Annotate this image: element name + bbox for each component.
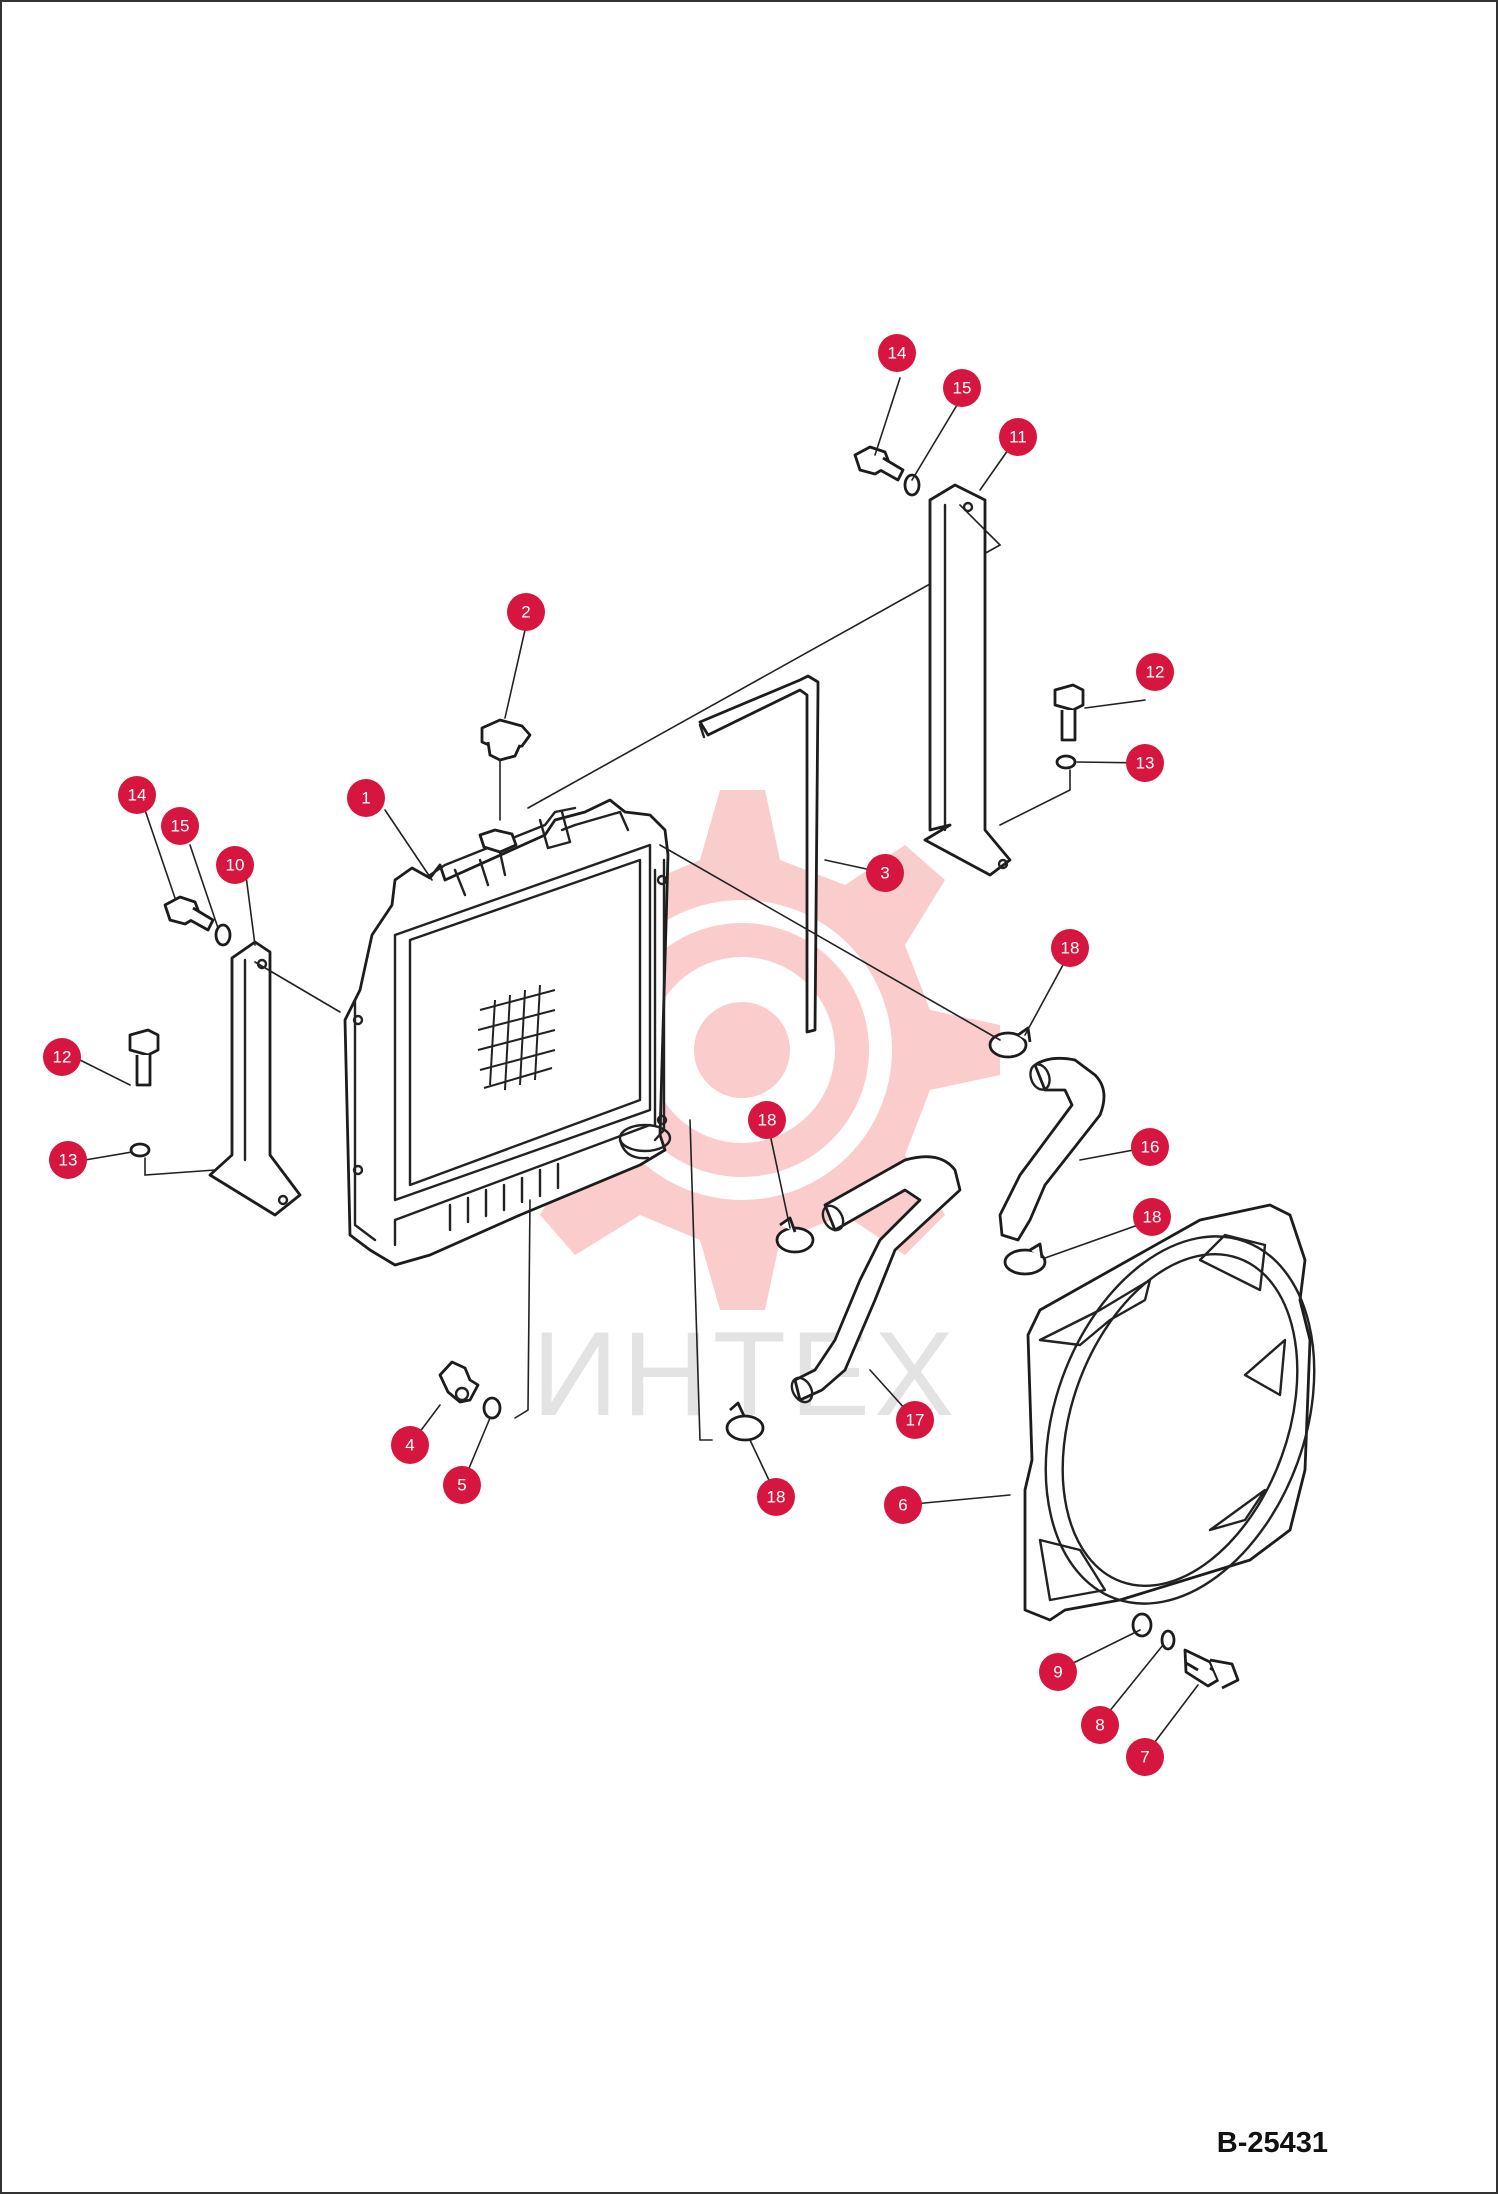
svg-text:8: 8	[1095, 1716, 1104, 1735]
callout-14-top[interactable]: 14	[878, 334, 916, 372]
svg-text:1: 1	[361, 789, 370, 808]
svg-text:4: 4	[405, 1436, 414, 1455]
bolt-left-upper[interactable]	[128, 1028, 160, 1087]
svg-text:14: 14	[888, 344, 907, 363]
svg-text:15: 15	[953, 379, 972, 398]
svg-text:14: 14	[128, 786, 147, 805]
callout-5[interactable]: 5	[443, 1466, 481, 1504]
svg-text:11: 11	[1009, 428, 1027, 447]
svg-text:18: 18	[1143, 1208, 1162, 1227]
svg-text:17: 17	[906, 1411, 925, 1430]
callout-14-left[interactable]: 14	[118, 776, 156, 814]
washer-left-guide	[144, 1157, 216, 1176]
callout-8[interactable]: 8	[1081, 1706, 1119, 1744]
callout-13-right[interactable]: 13	[1126, 744, 1164, 782]
radiator-core-grid	[477, 984, 556, 1091]
washer-right-guide	[999, 769, 1071, 826]
radiator[interactable]	[343, 798, 672, 1267]
callout-13-left[interactable]: 13	[49, 1141, 87, 1179]
callout-18-right[interactable]: 18	[1133, 1198, 1171, 1236]
callout-16[interactable]: 16	[1131, 1128, 1169, 1166]
callout-12-right[interactable]: 12	[1136, 653, 1174, 691]
callout-11[interactable]: 11	[999, 418, 1037, 456]
callout-10[interactable]: 10	[216, 846, 254, 884]
svg-text:10: 10	[226, 856, 245, 875]
hose-clamp-right[interactable]	[1003, 1242, 1047, 1276]
callout-2[interactable]: 2	[507, 593, 545, 631]
bracket-left-guide	[254, 961, 341, 1013]
svg-text:5: 5	[457, 1476, 466, 1495]
callout-18-upper[interactable]: 18	[1051, 929, 1089, 967]
washer-right-lower[interactable]	[1055, 754, 1077, 770]
bracket-left[interactable]	[208, 940, 302, 1217]
svg-text:6: 6	[898, 1496, 907, 1515]
shroud-bolt[interactable]	[1183, 1648, 1240, 1690]
callout-18-middle[interactable]: 18	[748, 1101, 786, 1139]
svg-text:12: 12	[1146, 663, 1165, 682]
washer-upper-left[interactable]	[214, 923, 232, 947]
svg-text:9: 9	[1053, 1663, 1062, 1682]
spring-washer[interactable]	[1160, 1629, 1176, 1651]
callout-9[interactable]: 9	[1039, 1653, 1077, 1691]
hose-clamp-middle[interactable]	[775, 1216, 815, 1254]
washer-left-lower[interactable]	[129, 1142, 151, 1158]
washer-upper-top[interactable]	[903, 473, 921, 497]
bracket-right-guide	[959, 504, 1001, 546]
bolt-upper-left[interactable]	[163, 895, 215, 932]
drain-guide-line	[514, 1199, 531, 1419]
callout-17[interactable]: 17	[896, 1401, 934, 1439]
drain-cock[interactable]	[438, 1360, 480, 1404]
callout-18-lower[interactable]: 18	[757, 1478, 795, 1516]
o-ring[interactable]	[482, 1396, 502, 1420]
svg-text:12: 12	[53, 1048, 72, 1067]
callout-15-left[interactable]: 15	[161, 807, 199, 845]
lower-hose[interactable]	[788, 1155, 962, 1406]
bracket-right[interactable]	[923, 483, 1012, 877]
svg-text:7: 7	[1140, 1748, 1149, 1767]
callout-1[interactable]: 1	[347, 779, 385, 817]
callout-15-top[interactable]: 15	[943, 369, 981, 407]
svg-text:13: 13	[1136, 754, 1155, 773]
callout-12-left[interactable]: 12	[43, 1038, 81, 1076]
radiator-cap[interactable]	[478, 718, 532, 854]
tube-guide-line	[527, 544, 1001, 809]
svg-text:15: 15	[171, 817, 190, 836]
svg-text:2: 2	[521, 603, 530, 622]
svg-text:13: 13	[59, 1151, 78, 1170]
drawing-code: B-25431	[1217, 2127, 1328, 2159]
hose-clamp-lower[interactable]	[725, 1401, 765, 1442]
overflow-tube[interactable]	[698, 674, 820, 1034]
callout-4[interactable]: 4	[391, 1426, 429, 1464]
svg-text:18: 18	[767, 1488, 786, 1507]
hose-guide-line	[689, 1119, 713, 1441]
bolt-right-upper[interactable]	[1053, 683, 1085, 742]
callout-6[interactable]: 6	[884, 1486, 922, 1524]
upper-hose[interactable]	[998, 1056, 1106, 1242]
bolt-upper-top[interactable]	[853, 445, 905, 482]
svg-text:18: 18	[758, 1111, 777, 1130]
svg-text:16: 16	[1141, 1138, 1160, 1157]
svg-text:3: 3	[880, 864, 889, 883]
callout-7[interactable]: 7	[1126, 1738, 1164, 1776]
svg-text:18: 18	[1061, 939, 1080, 958]
fan-shroud[interactable]	[998, 1199, 1363, 1642]
hose-route-line	[659, 844, 1001, 1041]
callout-3[interactable]: 3	[866, 854, 904, 892]
